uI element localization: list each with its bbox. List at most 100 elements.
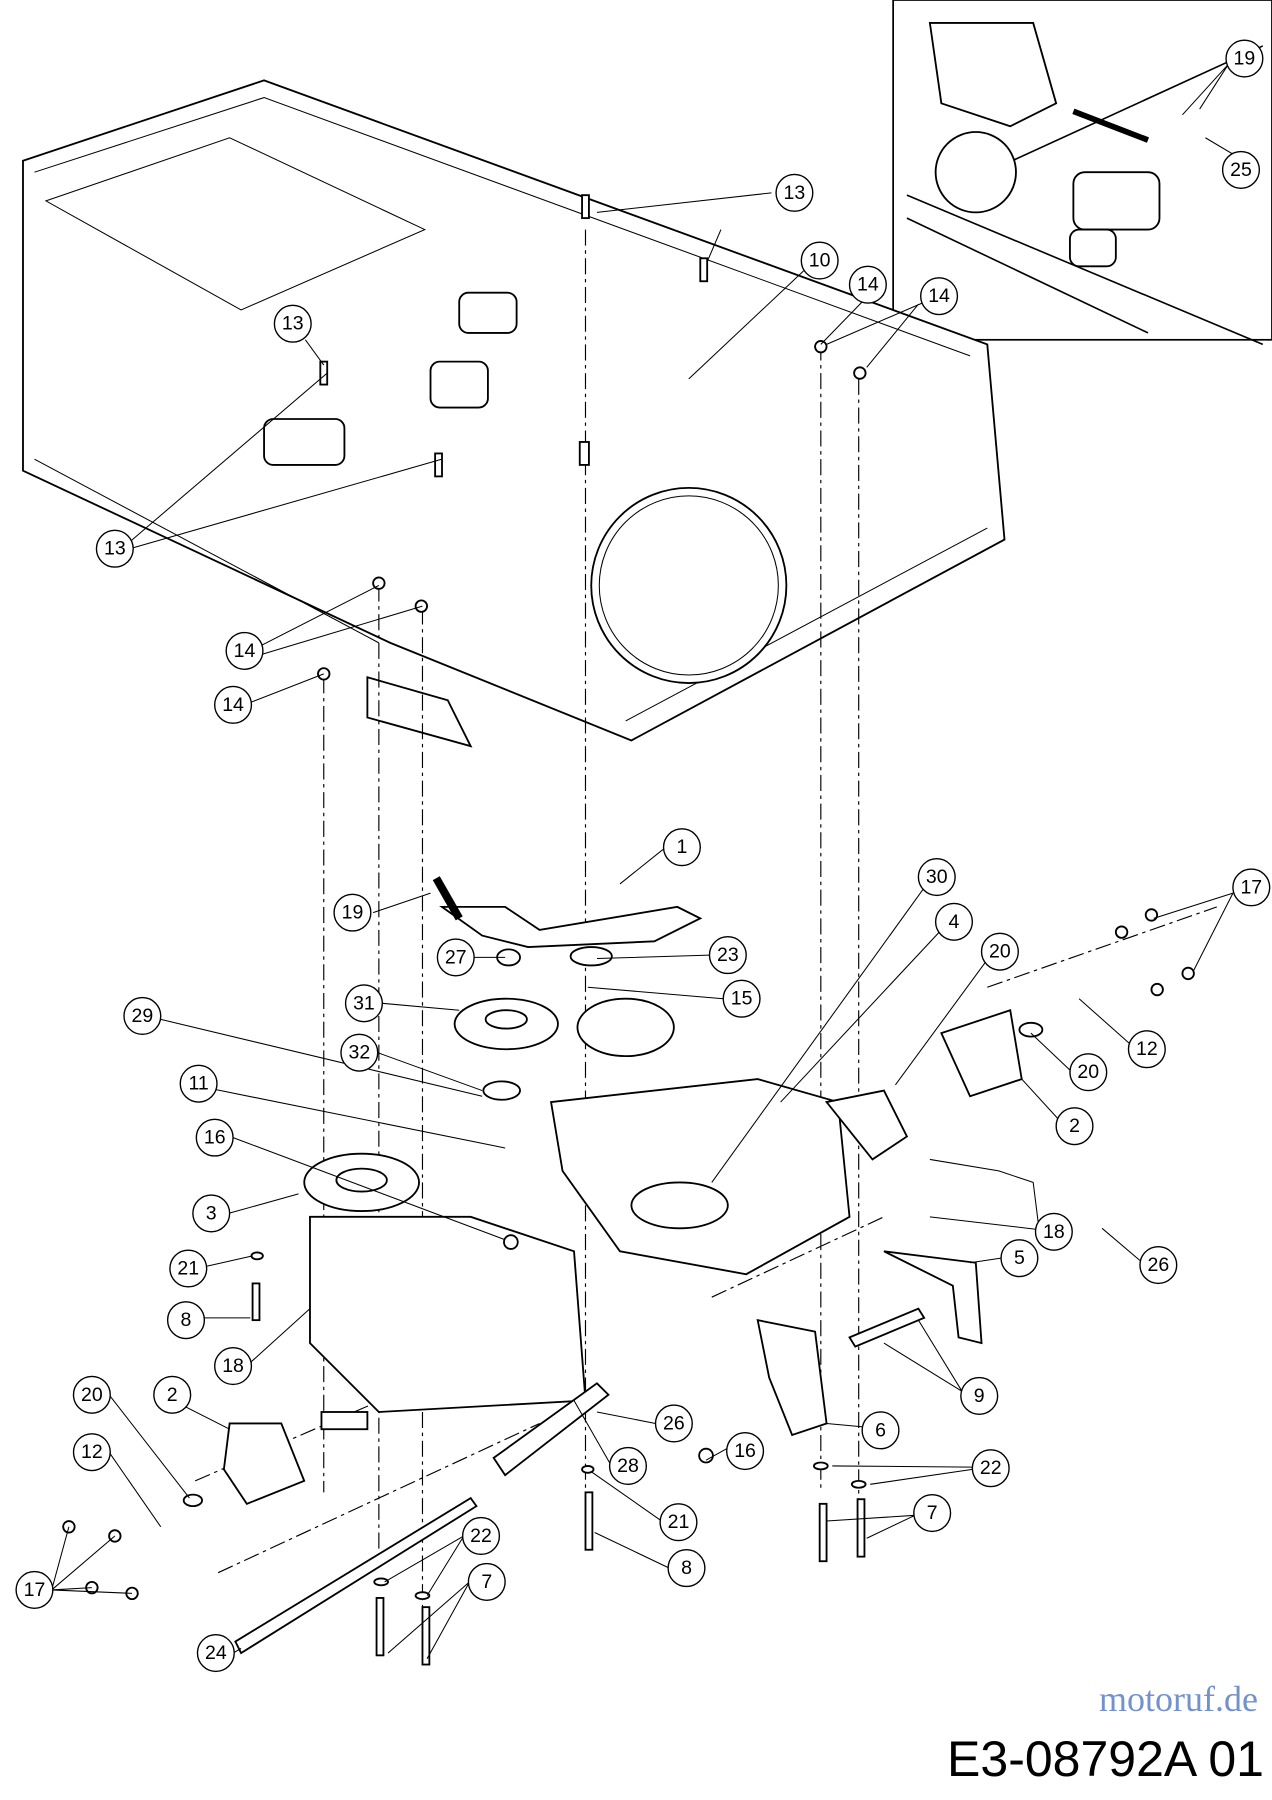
callout: 26 xyxy=(1139,1245,1178,1285)
callouts: 13 13 10 14 14 14 1 19 30 4 20 17 27 23 … xyxy=(15,39,1271,1673)
svg-text:2: 2 xyxy=(167,1384,178,1406)
callout: 12 xyxy=(1127,1030,1166,1069)
callout: 29 xyxy=(123,996,162,1035)
callout: 13 xyxy=(775,173,814,212)
inset-detail xyxy=(892,0,1272,346)
callout: 6 xyxy=(861,1411,900,1450)
svg-text:19: 19 xyxy=(1234,48,1256,70)
callout: 17 xyxy=(15,1570,54,1609)
svg-text:10: 10 xyxy=(809,250,831,272)
callout: 26 xyxy=(654,1404,693,1443)
callout: 21 xyxy=(169,1249,208,1288)
svg-text:13: 13 xyxy=(104,538,126,560)
svg-text:3: 3 xyxy=(206,1202,217,1224)
svg-text:22: 22 xyxy=(470,1525,492,1547)
svg-text:25: 25 xyxy=(1230,159,1252,181)
svg-text:32: 32 xyxy=(348,1042,370,1064)
svg-text:12: 12 xyxy=(81,1441,103,1463)
callout: 8 xyxy=(166,1301,206,1340)
svg-text:27: 27 xyxy=(445,946,467,968)
callout: 4 xyxy=(934,902,974,941)
callout: 16 xyxy=(726,1431,765,1471)
callout: 2 xyxy=(1055,1107,1094,1146)
leader-lines xyxy=(51,63,1254,1660)
callout: 14 xyxy=(848,265,887,304)
svg-text:17: 17 xyxy=(24,1579,46,1601)
callout: 31 xyxy=(344,984,383,1023)
svg-text:14: 14 xyxy=(222,694,244,716)
diagram-code: E3-08792A 01 xyxy=(947,1731,1264,1787)
svg-text:2: 2 xyxy=(1069,1115,1080,1137)
svg-text:31: 31 xyxy=(353,992,375,1014)
svg-text:8: 8 xyxy=(181,1309,192,1331)
svg-text:21: 21 xyxy=(177,1257,199,1279)
callout: 20 xyxy=(1069,1053,1108,1092)
callout: 12 xyxy=(72,1433,111,1472)
watermark-logo: motoruf.de xyxy=(1099,1679,1258,1719)
callout: 14 xyxy=(920,277,959,316)
callout: 22 xyxy=(461,1516,501,1556)
svg-text:21: 21 xyxy=(668,1511,690,1533)
callout: 9 xyxy=(960,1376,999,1415)
callout: 22 xyxy=(971,1449,1010,1488)
callout: 16 xyxy=(195,1118,234,1157)
callout: 13 xyxy=(95,529,134,568)
callout: 18 xyxy=(1034,1212,1073,1251)
svg-text:13: 13 xyxy=(282,313,304,335)
callout: 14 xyxy=(225,631,264,670)
callout: 25 xyxy=(1221,150,1261,189)
svg-text:5: 5 xyxy=(1014,1247,1025,1269)
svg-text:18: 18 xyxy=(1043,1221,1065,1243)
svg-text:23: 23 xyxy=(717,944,739,966)
callout: 24 xyxy=(196,1634,235,1673)
callout: 13 xyxy=(273,304,312,343)
svg-text:26: 26 xyxy=(1147,1254,1169,1276)
callout: 23 xyxy=(708,936,747,975)
drive-assembly xyxy=(222,876,1040,1655)
svg-text:20: 20 xyxy=(81,1384,103,1406)
svg-text:8: 8 xyxy=(681,1557,692,1579)
svg-text:19: 19 xyxy=(342,902,364,924)
svg-text:7: 7 xyxy=(927,1502,938,1524)
svg-text:20: 20 xyxy=(989,941,1011,963)
callout: 18 xyxy=(214,1347,253,1386)
svg-text:30: 30 xyxy=(926,866,948,888)
svg-text:26: 26 xyxy=(663,1412,685,1434)
svg-text:14: 14 xyxy=(234,640,256,662)
callout: 10 xyxy=(800,241,839,280)
callout: 5 xyxy=(1000,1239,1039,1278)
svg-text:16: 16 xyxy=(204,1127,226,1149)
svg-text:22: 22 xyxy=(980,1457,1002,1479)
callout: 14 xyxy=(214,685,253,724)
svg-text:24: 24 xyxy=(205,1642,227,1664)
floor-grate xyxy=(44,137,427,311)
callout: 8 xyxy=(667,1549,706,1588)
svg-text:9: 9 xyxy=(974,1385,985,1407)
callout: 28 xyxy=(608,1446,648,1485)
callout: 1 xyxy=(662,828,701,867)
callout: 17 xyxy=(1232,868,1271,907)
callout: 19 xyxy=(1225,39,1264,78)
svg-text:12: 12 xyxy=(1136,1038,1158,1060)
svg-text:11: 11 xyxy=(189,1073,209,1095)
svg-text:1: 1 xyxy=(676,836,687,858)
callout: 15 xyxy=(722,979,761,1018)
svg-text:28: 28 xyxy=(617,1455,639,1477)
svg-text:13: 13 xyxy=(784,182,806,204)
svg-text:15: 15 xyxy=(731,988,753,1010)
callout: 20 xyxy=(980,932,1019,971)
frame-plate xyxy=(22,79,1006,748)
callout: 7 xyxy=(913,1493,952,1533)
svg-text:14: 14 xyxy=(928,285,950,307)
svg-text:6: 6 xyxy=(875,1419,886,1441)
callout: 21 xyxy=(659,1503,698,1542)
svg-text:29: 29 xyxy=(132,1005,154,1027)
svg-text:20: 20 xyxy=(1077,1061,1099,1083)
svg-text:7: 7 xyxy=(481,1571,492,1593)
callout: 20 xyxy=(72,1375,111,1414)
svg-text:4: 4 xyxy=(949,911,960,933)
svg-text:14: 14 xyxy=(857,274,879,296)
callout: 7 xyxy=(467,1562,506,1601)
callout: 19 xyxy=(333,893,372,932)
